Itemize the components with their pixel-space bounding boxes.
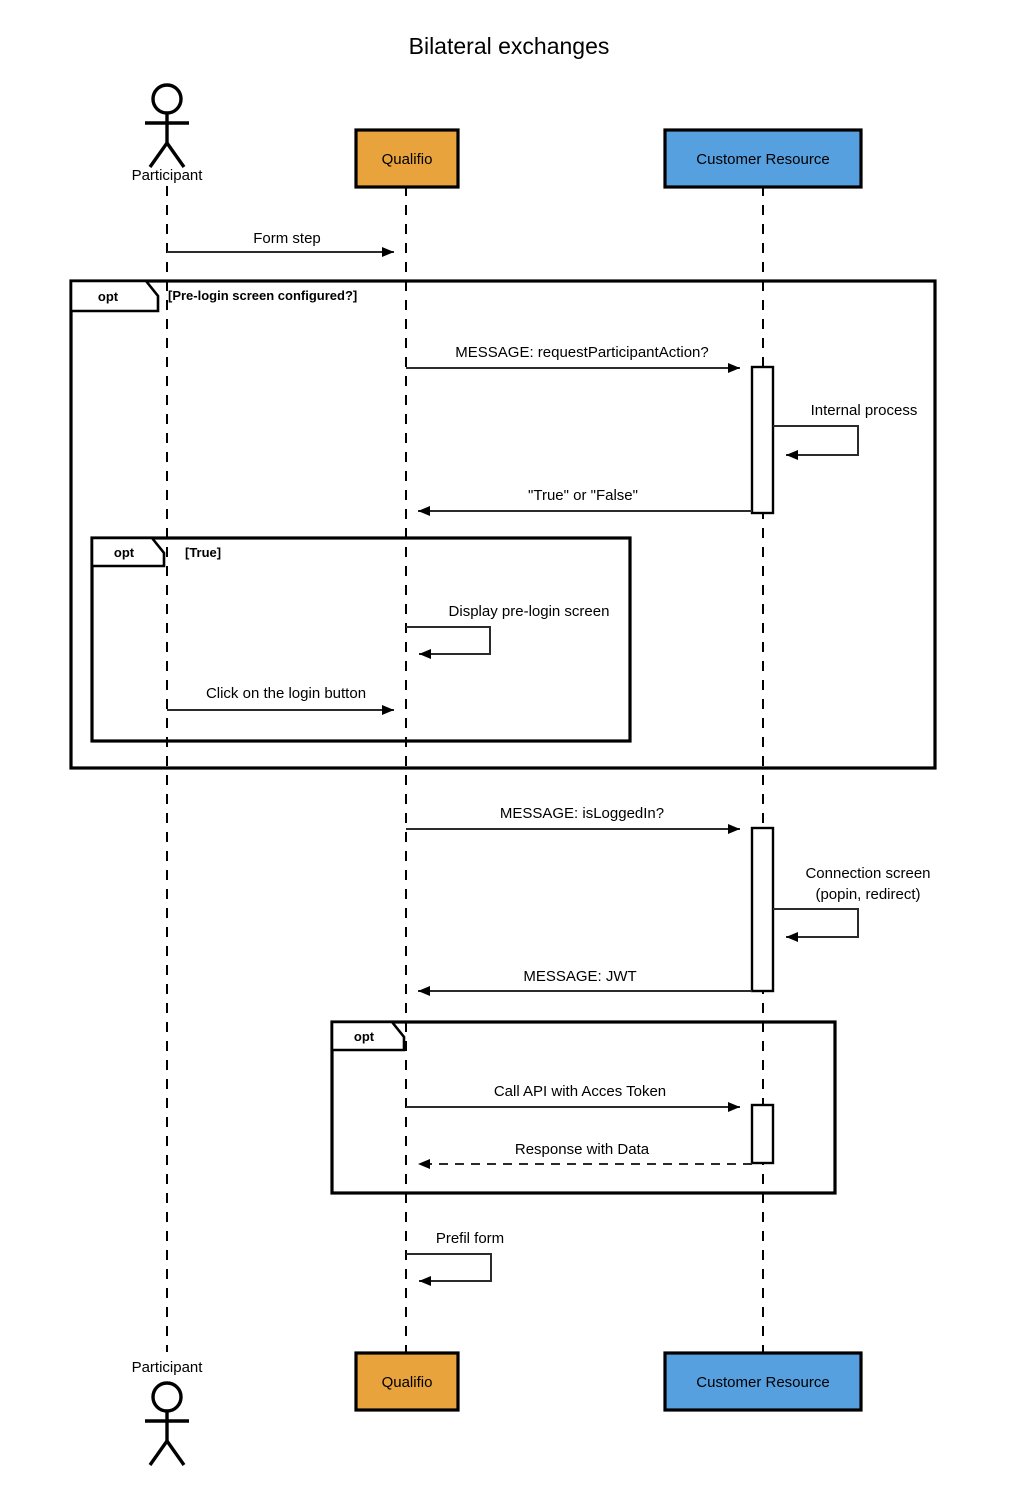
diagram-title: Bilateral exchanges	[409, 33, 610, 59]
actor-leg-left-icon	[148, 142, 169, 168]
actor-head-icon-foot	[151, 1381, 183, 1413]
message-label-connection-screen-line2: (popin, redirect)	[815, 886, 920, 903]
message-label-display-prelogin: Display pre-login screen	[449, 603, 610, 620]
message-form-step[interactable]: Form step	[167, 230, 394, 257]
qualifio-box-foot	[354, 1351, 460, 1412]
message-label-call-api: Call API with Acces Token	[494, 1083, 666, 1100]
message-connection-screen[interactable]: Connection screen (popin, redirect)	[773, 865, 931, 942]
message-true-or-false[interactable]: "True" or "False"	[418, 487, 752, 516]
message-label-form-step: Form step	[253, 230, 321, 247]
activation-bar-customer-2	[750, 826, 775, 993]
message-label-internal-process: Internal process	[811, 402, 918, 419]
message-request-participant-action[interactable]: MESSAGE: requestParticipantAction?	[406, 344, 740, 373]
message-is-logged-in[interactable]: MESSAGE: isLoggedIn?	[406, 805, 740, 834]
fragment-opt-true[interactable]: opt [True]	[90, 536, 632, 743]
participant-head-qualifio[interactable]: Qualifio	[354, 128, 460, 189]
message-jwt[interactable]: MESSAGE: JWT	[418, 968, 752, 996]
qualifio-box	[354, 128, 460, 189]
message-arrow-display-prelogin	[406, 626, 491, 659]
actor-leg-right-icon	[165, 142, 186, 168]
message-arrow-internal-process	[773, 425, 859, 460]
fragment-operator-label-prelogin: opt	[98, 289, 119, 304]
fragment-frame-true	[90, 536, 632, 743]
message-response-data[interactable]: Response with Data	[418, 1141, 752, 1169]
message-label-prefil-form: Prefil form	[436, 1230, 504, 1247]
activation-bar-customer-3	[750, 1103, 775, 1165]
message-label-request-participant-action: MESSAGE: requestParticipantAction?	[455, 344, 708, 361]
participant-foot-label-qualifio: Qualifio	[382, 1374, 433, 1391]
fragment-guard-prelogin: [Pre-login screen configured?]	[168, 288, 357, 303]
message-call-api[interactable]: Call API with Acces Token	[406, 1083, 740, 1112]
fragment-operator-label-true: opt	[114, 545, 135, 560]
message-label-true-or-false: "True" or "False"	[528, 487, 638, 504]
customer-resource-box-foot	[663, 1351, 863, 1412]
message-arrow-prefil-form	[406, 1253, 492, 1286]
activation-bar-customer-1	[750, 365, 775, 515]
fragment-operator-tag-api	[330, 1020, 406, 1052]
message-click-login[interactable]: Click on the login button	[167, 685, 394, 715]
actor-head-icon	[151, 83, 183, 115]
fragment-opt-api[interactable]: opt	[330, 1020, 837, 1195]
message-label-click-login: Click on the login button	[206, 685, 366, 702]
message-label-jwt: MESSAGE: JWT	[523, 968, 636, 985]
participant-foot-label-participant: Participant	[132, 1359, 204, 1376]
message-arrow-connection-screen	[773, 908, 859, 942]
message-display-prelogin[interactable]: Display pre-login screen	[406, 603, 610, 659]
participant-label-qualifio: Qualifio	[382, 151, 433, 168]
message-prefil-form[interactable]: Prefil form	[406, 1230, 504, 1286]
message-label-connection-screen: Connection screen	[805, 865, 930, 882]
fragment-frame-prelogin	[69, 279, 937, 770]
actor-leg-right-icon-foot	[165, 1440, 186, 1466]
fragment-opt-prelogin[interactable]: opt [Pre-login screen configured?]	[69, 279, 937, 770]
participant-label-customer: Customer Resource	[696, 151, 829, 168]
customer-resource-box	[663, 128, 863, 189]
fragment-operator-tag-true	[90, 536, 166, 568]
message-label-is-logged-in: MESSAGE: isLoggedIn?	[500, 805, 664, 822]
participant-foot-participant[interactable]: Participant	[132, 1359, 204, 1466]
fragment-operator-tag-prelogin	[69, 279, 160, 313]
message-internal-process[interactable]: Internal process	[773, 402, 918, 460]
fragment-guard-true: [True]	[185, 545, 221, 560]
fragment-operator-label-api: opt	[354, 1029, 375, 1044]
participant-foot-qualifio[interactable]: Qualifio	[354, 1351, 460, 1412]
actor-leg-left-icon-foot	[148, 1440, 169, 1466]
message-label-response-data: Response with Data	[515, 1141, 650, 1158]
participant-head-participant[interactable]: Participant	[132, 83, 204, 184]
participant-foot-label-customer: Customer Resource	[696, 1374, 829, 1391]
participant-label-participant: Participant	[132, 167, 204, 184]
participant-head-customer[interactable]: Customer Resource	[663, 128, 863, 189]
fragment-frame-api	[330, 1020, 837, 1195]
participant-foot-customer[interactable]: Customer Resource	[663, 1351, 863, 1412]
